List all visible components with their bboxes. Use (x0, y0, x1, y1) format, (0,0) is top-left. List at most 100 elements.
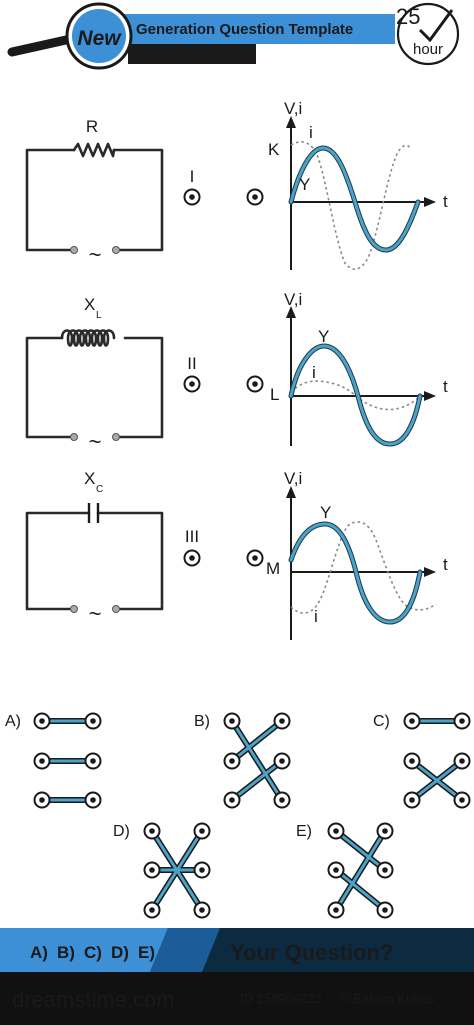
graph-1: V,i t K Y i (268, 99, 448, 270)
option-right-terminal-1 (193, 822, 211, 840)
option-left-terminal-3 (143, 901, 161, 919)
footer-question: Your Question? (230, 940, 393, 965)
option-letter: D) (113, 823, 130, 840)
option-letter: C) (373, 713, 390, 730)
wave-label-y-2: Y (318, 327, 329, 346)
option-right-terminal-3 (273, 791, 291, 809)
header-subtitle: NEW DESIGN (134, 47, 231, 64)
point-label-k: K (268, 140, 280, 159)
ac-source-symbol: ~ (89, 429, 102, 454)
component-label-x-l: X (84, 295, 95, 314)
axis-label-y-1: V,i (284, 99, 302, 118)
wave-label-y-1: Y (299, 175, 310, 194)
option-left-terminal-2 (327, 861, 345, 879)
voltage-wave-2 (289, 344, 422, 446)
option-right-terminal-1 (376, 822, 394, 840)
option-left-terminal-1 (143, 822, 161, 840)
circuit-capacitor: X C ~ III (25, 469, 199, 626)
roman-label-1: I (190, 167, 195, 186)
option-letter: A) (5, 713, 21, 730)
header-title: Generation Question Template (136, 21, 353, 38)
option-b[interactable]: B) (194, 712, 291, 809)
option-left-terminal-1 (327, 822, 345, 840)
option-a[interactable]: A) (5, 712, 102, 809)
footer-answer-3[interactable]: C) (84, 943, 102, 962)
footer-answers: A) B) C) D) E) (30, 943, 155, 962)
option-right-terminal-2 (84, 752, 102, 770)
matching-terminals (183, 188, 264, 567)
clock-icon (396, 2, 460, 66)
graph-terminal-2 (246, 375, 264, 393)
new-badge: New (7, 2, 133, 70)
option-right-terminal-2 (273, 752, 291, 770)
inductor-symbol (60, 329, 116, 347)
roman-label-3: III (185, 527, 199, 546)
footer-answer-1[interactable]: A) (30, 943, 48, 962)
wave-label-i-3: i (314, 607, 318, 626)
option-left-terminal-3 (327, 901, 345, 919)
footer-answer-4[interactable]: D) (111, 943, 129, 962)
option-links (409, 718, 465, 803)
axis-label-y-2: V,i (284, 290, 302, 309)
image-id: ID 259909223 (240, 991, 322, 1006)
graph-2: V,i t L Y i (270, 290, 448, 447)
check-icon (418, 9, 454, 43)
wave-label-i-2: i (312, 363, 316, 382)
option-left-terminal-3 (33, 791, 51, 809)
axis-label-x-3: t (443, 555, 448, 574)
point-label-l: L (270, 385, 279, 404)
option-right-terminal-3 (193, 901, 211, 919)
option-left-terminal-1 (223, 712, 241, 730)
footer-answer-5[interactable]: E) (138, 943, 155, 962)
component-sub-l: L (96, 310, 102, 321)
component-sub-c: C (96, 484, 103, 495)
component-label-r: R (86, 117, 98, 136)
option-right-terminal-2 (453, 752, 471, 770)
option-left-terminal-2 (223, 752, 241, 770)
option-right-terminal-3 (84, 791, 102, 809)
option-left-terminal-3 (223, 791, 241, 809)
header-subtitle-bar (128, 44, 256, 64)
circuit-terminal-2 (183, 375, 201, 393)
graph-terminal-1 (246, 188, 264, 206)
wave-label-y-3: Y (320, 503, 331, 522)
axis-label-x-2: t (443, 377, 448, 396)
option-right-terminal-1 (453, 712, 471, 730)
voltage-wave-3 (289, 522, 422, 624)
watermark-bar (0, 972, 474, 1025)
circuit-terminal-3 (183, 549, 201, 567)
header: Generation Question Template NEW DESIGN … (0, 0, 474, 70)
timer: 25 hour (396, 2, 460, 66)
option-left-terminal-3 (403, 791, 421, 809)
option-left-terminal-2 (143, 861, 161, 879)
ac-source-symbol: ~ (89, 601, 102, 626)
graph-3: V,i t M Y i (266, 469, 448, 640)
option-right-terminal-2 (376, 861, 394, 879)
answer-options: A) B) C) D) E) (5, 712, 471, 919)
option-links (333, 828, 388, 913)
circuit-resistor: R ~ I (25, 117, 195, 267)
timer-value: 25 (396, 4, 420, 29)
option-d[interactable]: D) (113, 822, 211, 919)
circuit-inductor: X L ~ II (25, 295, 197, 454)
badge-text: New (77, 27, 122, 50)
current-wave-2 (290, 380, 421, 411)
option-e[interactable]: E) (296, 822, 394, 919)
voltage-wave-1 (289, 146, 420, 252)
option-right-terminal-2 (193, 861, 211, 879)
footer: Your Question? A)B)C)D)E) dreamstime.com… (0, 928, 474, 1025)
header-title-bar (120, 14, 395, 44)
option-left-terminal-1 (403, 712, 421, 730)
wave-label-i-1: i (309, 123, 313, 142)
author-credit: © Bahtim Kirbas (340, 991, 435, 1006)
graph-terminal-3 (246, 549, 264, 567)
footer-answer-2[interactable]: B) (57, 943, 75, 962)
magnifier-handle (7, 35, 71, 57)
option-c[interactable]: C) (373, 712, 471, 809)
option-left-terminal-2 (403, 752, 421, 770)
component-label-x-c: X (84, 469, 95, 488)
timer-unit: hour (413, 41, 443, 58)
ac-source-symbol: ~ (89, 242, 102, 267)
